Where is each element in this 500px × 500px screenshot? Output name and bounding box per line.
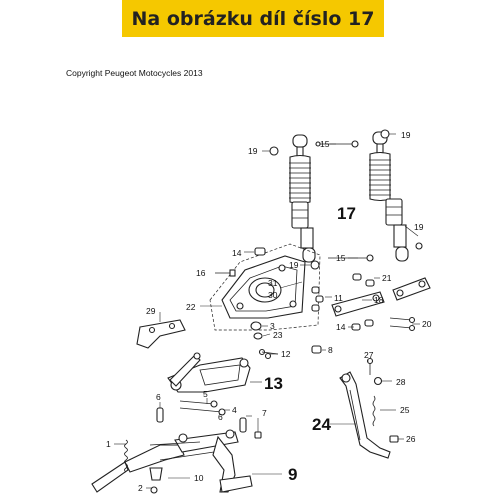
callout-18: 18	[374, 295, 384, 305]
callout-10: 10	[194, 473, 204, 483]
callout-7: 7	[262, 408, 267, 418]
spring-25	[372, 395, 376, 427]
spacer-6-right	[239, 417, 247, 433]
bolt-5	[179, 400, 218, 408]
callout-2: 2	[138, 483, 143, 493]
bolt-7	[254, 431, 262, 439]
callout-30: 30	[268, 290, 278, 300]
spring-1	[124, 439, 128, 473]
callout-19a: 19	[248, 146, 258, 156]
callout-28: 28	[396, 377, 406, 387]
callout-19d: 19	[289, 260, 299, 270]
banner-title: Na obrázku díl číslo 17	[131, 7, 375, 30]
nut-8	[311, 345, 322, 354]
callout-6b: 6	[218, 412, 223, 422]
plate-29	[136, 319, 186, 349]
bolt-16	[215, 269, 236, 277]
callout-20: 20	[422, 319, 432, 329]
callout-5: 5	[203, 389, 208, 399]
bolts-12	[258, 348, 279, 360]
nuts-19	[269, 129, 423, 270]
callout-6a: 6	[156, 392, 161, 402]
callout-11: 11	[334, 293, 343, 303]
main-stand-9	[91, 429, 253, 493]
side-stand-24	[339, 371, 391, 459]
callout-16: 16	[196, 268, 206, 278]
callout-23: 23	[273, 330, 283, 340]
links-18	[331, 277, 431, 317]
callout-15a: 15	[320, 139, 330, 149]
washer-3	[250, 321, 262, 331]
right-shock-absorber	[369, 131, 409, 262]
callout-4: 4	[232, 405, 237, 415]
callout-14a: 14	[232, 248, 242, 258]
bolt-27	[366, 357, 374, 375]
shock-bracket-assembly	[209, 243, 321, 331]
callout-labels: 19 15 19 17 19 19 15 14 16 31 30 22 21 1…	[106, 130, 432, 493]
callout-15b: 15	[336, 253, 346, 263]
nuts-21	[352, 273, 375, 287]
nut-14-top	[254, 247, 266, 256]
callout-14b: 14	[336, 322, 346, 332]
copyright-notice: Copyright Peugeot Motocycles 2013	[66, 68, 203, 78]
rubber-26	[389, 435, 399, 443]
callout-3: 3	[270, 321, 275, 331]
bolt-15-top	[315, 140, 359, 148]
washer-23	[253, 332, 263, 340]
callout-19b: 19	[401, 130, 411, 140]
bolts-11	[311, 286, 324, 312]
pin-2	[150, 486, 158, 494]
left-shock-absorber	[289, 134, 316, 263]
engine-hanger-13	[167, 352, 251, 393]
nuts-14-lower	[351, 319, 374, 331]
callout-22: 22	[186, 302, 196, 312]
washer-28	[373, 376, 383, 386]
part-number-banner: Na obrázku díl číslo 17	[122, 0, 384, 37]
callout-24: 24	[312, 415, 331, 434]
callout-8: 8	[328, 345, 333, 355]
callout-26: 26	[406, 434, 416, 444]
callout-17: 17	[337, 204, 356, 223]
rubber-stop-10	[149, 467, 163, 481]
callout-25: 25	[400, 405, 410, 415]
spacer-6-left	[156, 407, 164, 423]
callout-13: 13	[264, 374, 283, 393]
callout-31: 31	[268, 278, 278, 288]
callout-21: 21	[382, 273, 392, 283]
callout-29: 29	[146, 306, 156, 316]
callout-9: 9	[288, 465, 297, 484]
callout-1: 1	[106, 439, 111, 449]
bolts-20	[389, 316, 416, 332]
callout-19c: 19	[414, 222, 424, 232]
callout-27: 27	[364, 350, 374, 360]
callout-12: 12	[281, 349, 291, 359]
bolt-4	[179, 407, 226, 416]
leader-lines	[114, 133, 420, 489]
